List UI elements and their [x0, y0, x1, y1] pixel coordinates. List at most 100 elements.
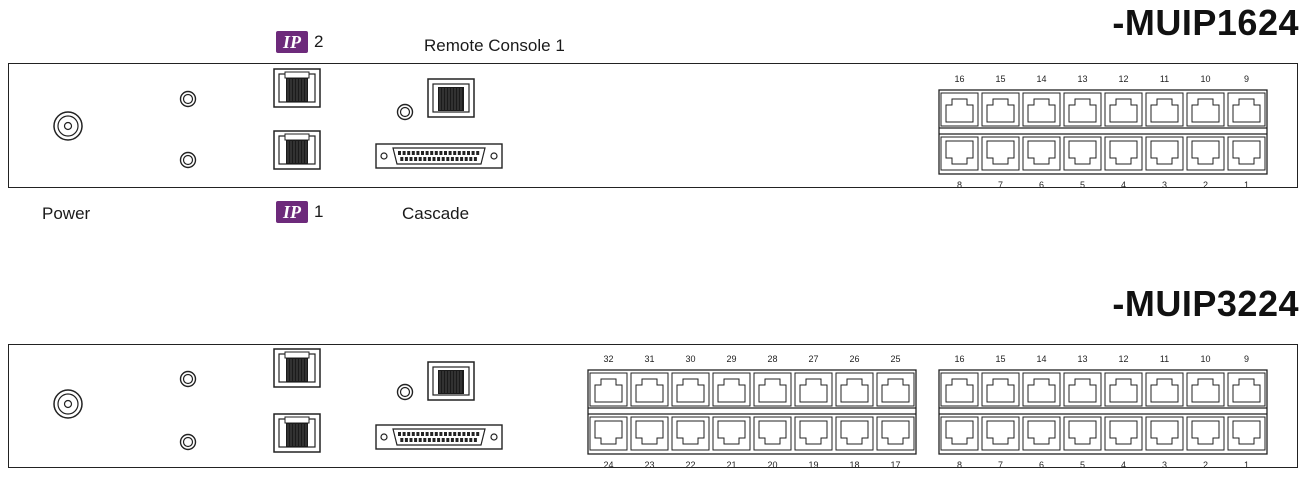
- led-indicator-icon: [179, 370, 197, 388]
- port-jack[interactable]: [1022, 372, 1061, 407]
- port-jack[interactable]: [1227, 416, 1266, 451]
- ip-logo-icon: IP: [276, 31, 308, 53]
- port-jack[interactable]: [981, 136, 1020, 171]
- led-indicator-icon: [179, 433, 197, 451]
- port-jack[interactable]: [1063, 372, 1102, 407]
- port-jack[interactable]: [981, 416, 1020, 451]
- port-jack[interactable]: [589, 416, 628, 451]
- port-jack[interactable]: [753, 416, 792, 451]
- remote-console-port[interactable]: [427, 78, 475, 118]
- port-jack[interactable]: [1145, 136, 1184, 171]
- led-indicator-icon: [396, 103, 414, 121]
- cascade-label: Cascade: [402, 204, 470, 223]
- port-jack[interactable]: [940, 416, 979, 451]
- port-number-label: 24: [603, 460, 613, 470]
- led-indicator-icon: [179, 90, 197, 108]
- port-jack[interactable]: [1186, 92, 1225, 127]
- ip-port-2[interactable]: [273, 348, 321, 388]
- port-number-label: 14: [1036, 354, 1046, 364]
- port-jack[interactable]: [876, 416, 915, 451]
- port-jack[interactable]: [1227, 372, 1266, 407]
- port-number-label: 7: [998, 460, 1003, 470]
- port-number-label: 2: [1203, 180, 1208, 190]
- port-number-label: 5: [1080, 180, 1085, 190]
- port-jack[interactable]: [1227, 136, 1266, 171]
- port-number-label: 19: [808, 460, 818, 470]
- port-number-label: 6: [1039, 460, 1044, 470]
- port-number-label: 29: [726, 354, 736, 364]
- port-jack[interactable]: [940, 92, 979, 127]
- port-jack[interactable]: [1104, 416, 1143, 451]
- port-jack[interactable]: [753, 372, 792, 407]
- port-jack[interactable]: [940, 136, 979, 171]
- port-jack[interactable]: [1104, 92, 1143, 127]
- port-jack[interactable]: [1022, 136, 1061, 171]
- port-number-label: 15: [995, 354, 1005, 364]
- port-number-label: 27: [808, 354, 818, 364]
- port-number-label: 3: [1162, 180, 1167, 190]
- port-jack[interactable]: [1104, 372, 1143, 407]
- port-jack[interactable]: [1022, 416, 1061, 451]
- port-jack[interactable]: [1104, 136, 1143, 171]
- port-jack[interactable]: [940, 372, 979, 407]
- port-jack[interactable]: [1186, 416, 1225, 451]
- model-title-2: -MUIP3224: [1112, 283, 1299, 324]
- cascade-port[interactable]: [375, 424, 503, 450]
- port-jack[interactable]: [981, 372, 1020, 407]
- port-number-label: 26: [849, 354, 859, 364]
- ip-port-2-label: IP 2: [276, 31, 323, 53]
- port-number-label: 9: [1244, 354, 1249, 364]
- cascade-port[interactable]: [375, 143, 503, 169]
- port-jack[interactable]: [671, 416, 710, 451]
- power-connector-icon: [53, 111, 83, 141]
- port-jack[interactable]: [1145, 372, 1184, 407]
- port-jack[interactable]: [712, 372, 751, 407]
- ip-port-1[interactable]: [273, 413, 321, 453]
- port-jack[interactable]: [1063, 136, 1102, 171]
- port-jack[interactable]: [589, 372, 628, 407]
- port-jack[interactable]: [794, 416, 833, 451]
- port-number-label: 7: [998, 180, 1003, 190]
- ip-port-2[interactable]: [273, 68, 321, 108]
- port-jack[interactable]: [1186, 372, 1225, 407]
- port-number-label: 17: [890, 460, 900, 470]
- port-number-label: 16: [954, 74, 964, 84]
- port-jack[interactable]: [630, 372, 669, 407]
- port-number-label: 16: [954, 354, 964, 364]
- port-jack[interactable]: [712, 416, 751, 451]
- port-number-label: 8: [957, 180, 962, 190]
- port-jack[interactable]: [1063, 416, 1102, 451]
- power-label: Power: [42, 204, 91, 223]
- port-jack[interactable]: [835, 416, 874, 451]
- power-connector-icon: [53, 389, 83, 419]
- led-indicator-icon: [179, 151, 197, 169]
- port-number-label: 9: [1244, 74, 1249, 84]
- port-jack[interactable]: [630, 416, 669, 451]
- port-number-label: 25: [890, 354, 900, 364]
- port-jack[interactable]: [794, 372, 833, 407]
- port-jack[interactable]: [981, 92, 1020, 127]
- port-number-label: 11: [1160, 74, 1169, 84]
- remote-console-port[interactable]: [427, 361, 475, 401]
- port-jack[interactable]: [1145, 92, 1184, 127]
- port-jack[interactable]: [876, 372, 915, 407]
- port-jack[interactable]: [1022, 92, 1061, 127]
- port-jack[interactable]: [1227, 92, 1266, 127]
- port-number-label: 6: [1039, 180, 1044, 190]
- port-number-label: 1: [1244, 460, 1249, 470]
- port-number-label: 4: [1121, 180, 1126, 190]
- port-number-label: 13: [1077, 354, 1087, 364]
- port-number-label: 3: [1162, 460, 1167, 470]
- port-jack[interactable]: [1063, 92, 1102, 127]
- port-jack[interactable]: [1145, 416, 1184, 451]
- ip-port-1[interactable]: [273, 130, 321, 170]
- port-jack[interactable]: [671, 372, 710, 407]
- port-number-label: 30: [685, 354, 695, 364]
- port-jack[interactable]: [835, 372, 874, 407]
- port-jack[interactable]: [1186, 136, 1225, 171]
- port-number-label: 22: [685, 460, 695, 470]
- port-number-label: 23: [644, 460, 654, 470]
